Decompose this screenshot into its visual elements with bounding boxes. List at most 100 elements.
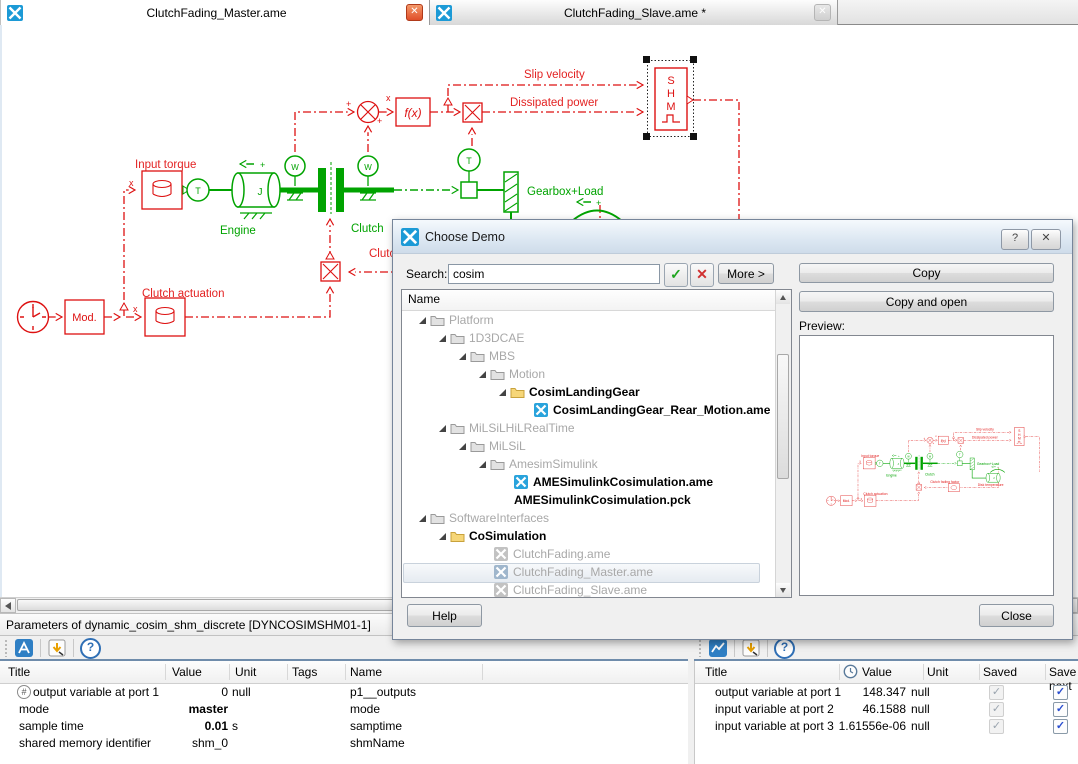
search-label: Search: [406,267,448,281]
demo-tree[interactable]: Name Platform 1D3DCAE MBS Motion CosimLa… [401,289,792,598]
scroll-down-icon[interactable] [776,583,790,597]
tab-close-icon[interactable]: ✕ [814,4,831,21]
col-name[interactable]: Name [350,665,383,679]
tree-item-amesimulink-cosim-ame[interactable]: AMESimulinkCosimulation.ame [402,473,776,491]
dialog-help-icon[interactable]: ? [1001,229,1029,250]
expander-icon[interactable] [454,348,470,364]
more-button[interactable]: More > [718,263,774,284]
scroll-left-icon[interactable] [0,598,16,613]
plot-variables-icon[interactable] [708,638,728,658]
amesim-file-icon [494,583,508,597]
expander-icon[interactable] [474,456,490,472]
tab-clutchfading-slave[interactable]: ClutchFading_Slave.ame * ✕ [430,0,838,25]
col-title[interactable]: Title [705,665,728,679]
table-row[interactable]: shared memory identifier shm_0 shmName [19,736,405,750]
amesim-app-icon [401,227,419,246]
toolbar-grip[interactable] [4,639,8,657]
tree-item-motion[interactable]: Motion [402,365,776,383]
toolbar-grip[interactable] [698,639,702,657]
export-variables-icon[interactable] [741,638,761,658]
shm-selection-handles[interactable] [643,56,697,140]
search-input[interactable] [448,264,660,284]
save-next-checkbox[interactable]: ✓ [1053,719,1068,734]
tree-item-amesimulink-cosim-pck[interactable]: AMESimulinkCosimulation.pck [514,493,691,507]
tree-item-clutchfading[interactable]: ClutchFading.ame [402,545,776,563]
expander-icon[interactable] [494,384,510,400]
tree-item-mbs[interactable]: MBS [402,347,776,365]
col-title[interactable]: Title [8,665,31,679]
variables-table-header[interactable]: Title Value Unit Saved Save next [695,661,1078,693]
scroll-up-icon[interactable] [776,290,790,304]
preview-pane [799,335,1054,596]
help-icon[interactable]: ? [80,637,101,659]
tab-bar: ClutchFading_Master.ame ✕ ClutchFading_S… [0,0,1078,25]
amesim-app-icon[interactable] [14,638,34,658]
dialog-close-icon[interactable]: ✕ [1031,229,1061,250]
expander-icon[interactable] [414,510,430,526]
table-row[interactable]: input variable at port 3 1.61556e-06 nul… [695,718,1078,735]
table-row[interactable]: sample time 0.01 s samptime [19,719,403,733]
table-row[interactable]: input variable at port 2 46.1588 null ✓ … [695,701,1078,718]
tree-item-clutchfading-slave[interactable]: ClutchFading_Slave.ame [402,581,776,599]
tree-item-cosimlandinggear-rear[interactable]: CosimLandingGear_Rear_Motion.ame [402,401,776,419]
tree-item-cosimlandinggear[interactable]: CosimLandingGear [402,383,776,401]
search-clear-icon[interactable]: ✕ [690,263,714,287]
tree-item-softwareinterfaces[interactable]: SoftwareInterfaces [402,509,776,527]
amesim-file-icon [436,4,452,21]
tree-item-cosimulation[interactable]: CoSimulation [402,527,776,545]
folder-icon [450,424,465,434]
col-tags[interactable]: Tags [292,665,318,679]
expander-icon[interactable] [414,312,430,328]
save-next-checkbox[interactable]: ✓ [1053,702,1068,717]
table-row[interactable]: mode master mode [19,702,381,716]
tree-vscrollbar[interactable] [775,290,791,597]
expander-icon[interactable] [454,438,470,454]
dialog-title: Choose Demo [425,229,505,244]
tree-item-milsilhilrealtime[interactable]: MiLSiLHiLRealTime [402,419,776,437]
saved-checkbox: ✓ [989,685,1004,700]
tree-item-platform[interactable]: Platform [402,311,776,329]
expander-icon[interactable] [434,528,450,544]
tab-clutchfading-master[interactable]: ClutchFading_Master.ame ✕ [0,0,430,25]
help-icon[interactable]: ? [774,637,795,659]
tab-title: ClutchFading_Master.ame [146,5,287,20]
table-row[interactable]: output variable at port 1 148.347 null ✓… [695,684,1078,701]
selected-row-highlight [403,563,760,583]
tree-item-1d3dcae[interactable]: 1D3DCAE [402,329,776,347]
left-parameters-toolbar: ? [0,637,688,661]
parameters-title: Parameters of dynamic_cosim_shm_discrete… [6,618,371,632]
dialog-title-bar[interactable]: Choose Demo [393,220,1072,254]
copy-and-open-button[interactable]: Copy and open [799,291,1054,312]
col-unit[interactable]: Unit [927,665,949,679]
amesim-file-icon [534,403,548,417]
search-apply-icon[interactable]: ✓ [664,263,688,287]
folder-icon [510,388,525,398]
copy-button[interactable]: Copy [799,263,1054,283]
parameters-table: Title Value Unit Tags Name # output vari… [0,661,688,764]
close-button[interactable]: Close [979,604,1054,627]
col-saved[interactable]: Saved [983,665,1018,679]
expander-icon[interactable] [434,330,450,346]
tab-close-icon[interactable]: ✕ [406,4,423,21]
variables-table: Title Value Unit Saved Save next output … [694,661,1078,764]
help-button[interactable]: Help [407,604,482,627]
tree-header-name[interactable]: Name [402,290,791,311]
tree-item-milsil[interactable]: MiLSiL [402,437,776,455]
expander-icon[interactable] [474,366,490,382]
folder-icon [450,532,465,542]
col-value[interactable]: Value [862,665,892,679]
expander-icon[interactable] [434,420,450,436]
scrollbar-thumb[interactable] [777,354,789,479]
save-next-checkbox[interactable]: ✓ [1053,685,1068,700]
folder-icon [430,514,445,524]
folder-icon [470,352,485,362]
parameters-table-header[interactable]: Title Value Unit Tags Name [0,661,688,684]
folder-icon [490,370,505,380]
clock-icon [843,664,858,682]
col-value[interactable]: Value [172,665,202,679]
tree-item-amesimsimulink[interactable]: AmesimSimulink [402,455,776,473]
export-parameters-icon[interactable] [47,638,67,658]
col-unit[interactable]: Unit [235,665,257,679]
table-row[interactable]: # output variable at port 1 0 null p1__o… [0,684,688,701]
tree-item-clutchfading-master[interactable]: ClutchFading_Master.ame [402,563,776,583]
